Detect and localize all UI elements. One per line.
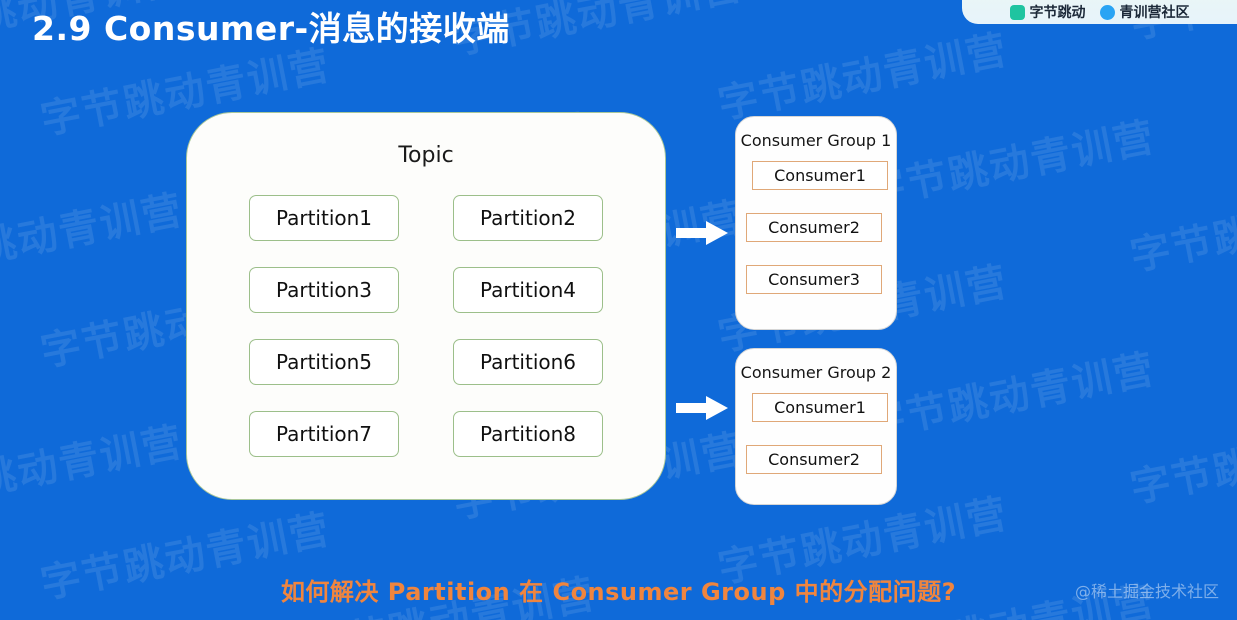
bytedance-logo-icon (1009, 4, 1025, 20)
corner-brand-badge: 字节跳动 青训营社区 (962, 0, 1237, 24)
brand-badge-label: 字节跳动 (1029, 5, 1086, 21)
brand-badge-item: 青训营社区 (1099, 2, 1190, 22)
partition-box[interactable]: Partition2 (453, 195, 603, 241)
background-watermark-text: 字节跳动青训营 (861, 346, 1160, 448)
brand-badge-item: 字节跳动 (1009, 2, 1086, 22)
background-watermark-text: 字节跳动青训营 (1126, 178, 1237, 280)
background-watermark-text: 字节跳动青训营 (0, 187, 188, 289)
brand-badge-label: 青训营社区 (1119, 5, 1190, 21)
partition-box[interactable]: Partition5 (249, 339, 399, 385)
consumer-box[interactable]: Consumer1 (752, 393, 888, 422)
consumer-list: Consumer1 Consumer2 Consumer3 (746, 161, 888, 317)
background-watermark-text: 字节跳动青训营 (0, 419, 188, 521)
partition-box[interactable]: Partition6 (453, 339, 603, 385)
partition-box[interactable]: Partition4 (453, 267, 603, 313)
consumer-group-title: Consumer Group 2 (740, 363, 892, 382)
consumer-list: Consumer1 Consumer2 (746, 393, 888, 497)
background-watermark-text: 字节跳动青训营 (861, 114, 1160, 216)
consumer-box[interactable]: Consumer3 (746, 265, 882, 294)
page-title: 2.9 Consumer-消息的接收端 (32, 9, 510, 48)
slide-caption: 如何解决 Partition 在 Consumer Group 中的分配问题? (280, 578, 957, 606)
background-watermark-text: 字节跳动青训营 (714, 26, 1012, 129)
topic-label: Topic (398, 143, 454, 168)
partition-box[interactable]: Partition1 (249, 195, 399, 241)
topic-card: Topic Partition1 Partition2 Partition3 P… (186, 112, 666, 500)
community-logo-icon (1099, 4, 1115, 20)
background-watermark-text: 字节跳动青训营 (1126, 410, 1237, 512)
partition-box[interactable]: Partition3 (249, 267, 399, 313)
partition-grid: Partition1 Partition2 Partition3 Partiti… (249, 195, 603, 457)
arrow-topic-to-group-1-icon (676, 220, 728, 246)
consumer-group-title: Consumer Group 1 (740, 131, 892, 150)
corner-watermark: @稀土掘金技术社区 (1074, 582, 1219, 601)
consumer-box[interactable]: Consumer2 (746, 445, 882, 474)
consumer-box[interactable]: Consumer2 (746, 213, 882, 242)
arrow-topic-to-group-2-icon (676, 395, 728, 421)
partition-box[interactable]: Partition7 (249, 411, 399, 457)
consumer-box[interactable]: Consumer1 (752, 161, 888, 190)
partition-box[interactable]: Partition8 (453, 411, 603, 457)
consumer-group-2-card: Consumer Group 2 Consumer1 Consumer2 (735, 348, 897, 505)
consumer-group-1-card: Consumer Group 1 Consumer1 Consumer2 Con… (735, 116, 897, 330)
